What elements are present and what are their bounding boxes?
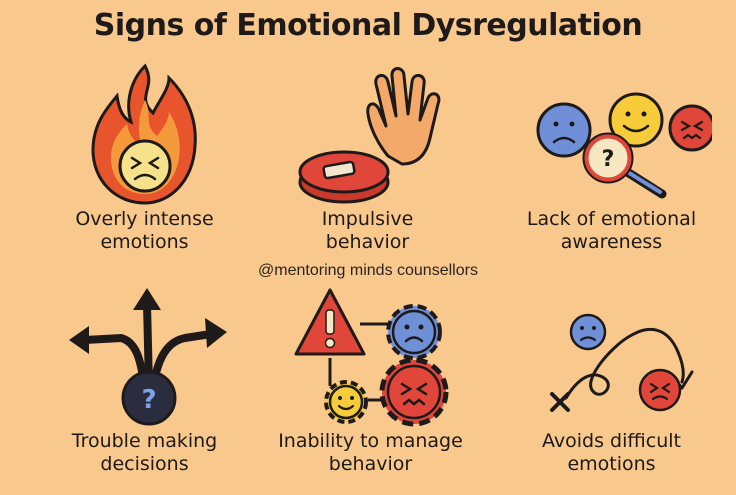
fire-face-icon: [90, 63, 197, 205]
sign-label: Lack of emotional awareness: [526, 208, 697, 253]
sign-overly-intense: Overly intense emotions: [22, 58, 267, 254]
sign-label: Trouble making decisions: [71, 430, 218, 475]
sign-label: Impulsive behavior: [321, 208, 414, 253]
sign-label: Overly intense emotions: [75, 208, 214, 253]
sign-label: Avoids difficult emotions: [542, 430, 681, 475]
sign-impulsive: Impulsive behavior: [245, 58, 490, 254]
sign-trouble-decisions: ? Trouble making decisions: [22, 282, 267, 476]
sign-label: Inability to manage behavior: [278, 430, 463, 475]
svg-text:?: ?: [141, 385, 156, 415]
sign-lack-awareness: ? Lack of emotional awareness: [489, 58, 734, 254]
question-arrows-icon: ?: [68, 288, 227, 426]
watermark: @mentoring minds counsellors: [258, 262, 478, 279]
sign-avoids-emotions: Avoids difficult emotions: [489, 282, 734, 476]
page-title: Signs of Emotional Dysregulation: [93, 8, 643, 43]
svg-text:?: ?: [601, 147, 614, 172]
winding-path-icon: [549, 313, 693, 412]
warning-gears-icon: [294, 288, 448, 427]
sign-inability-manage: Inability to manage behavior: [248, 282, 493, 476]
faces-magnifier-icon: ?: [536, 92, 712, 199]
hand-button-icon: [298, 67, 440, 204]
